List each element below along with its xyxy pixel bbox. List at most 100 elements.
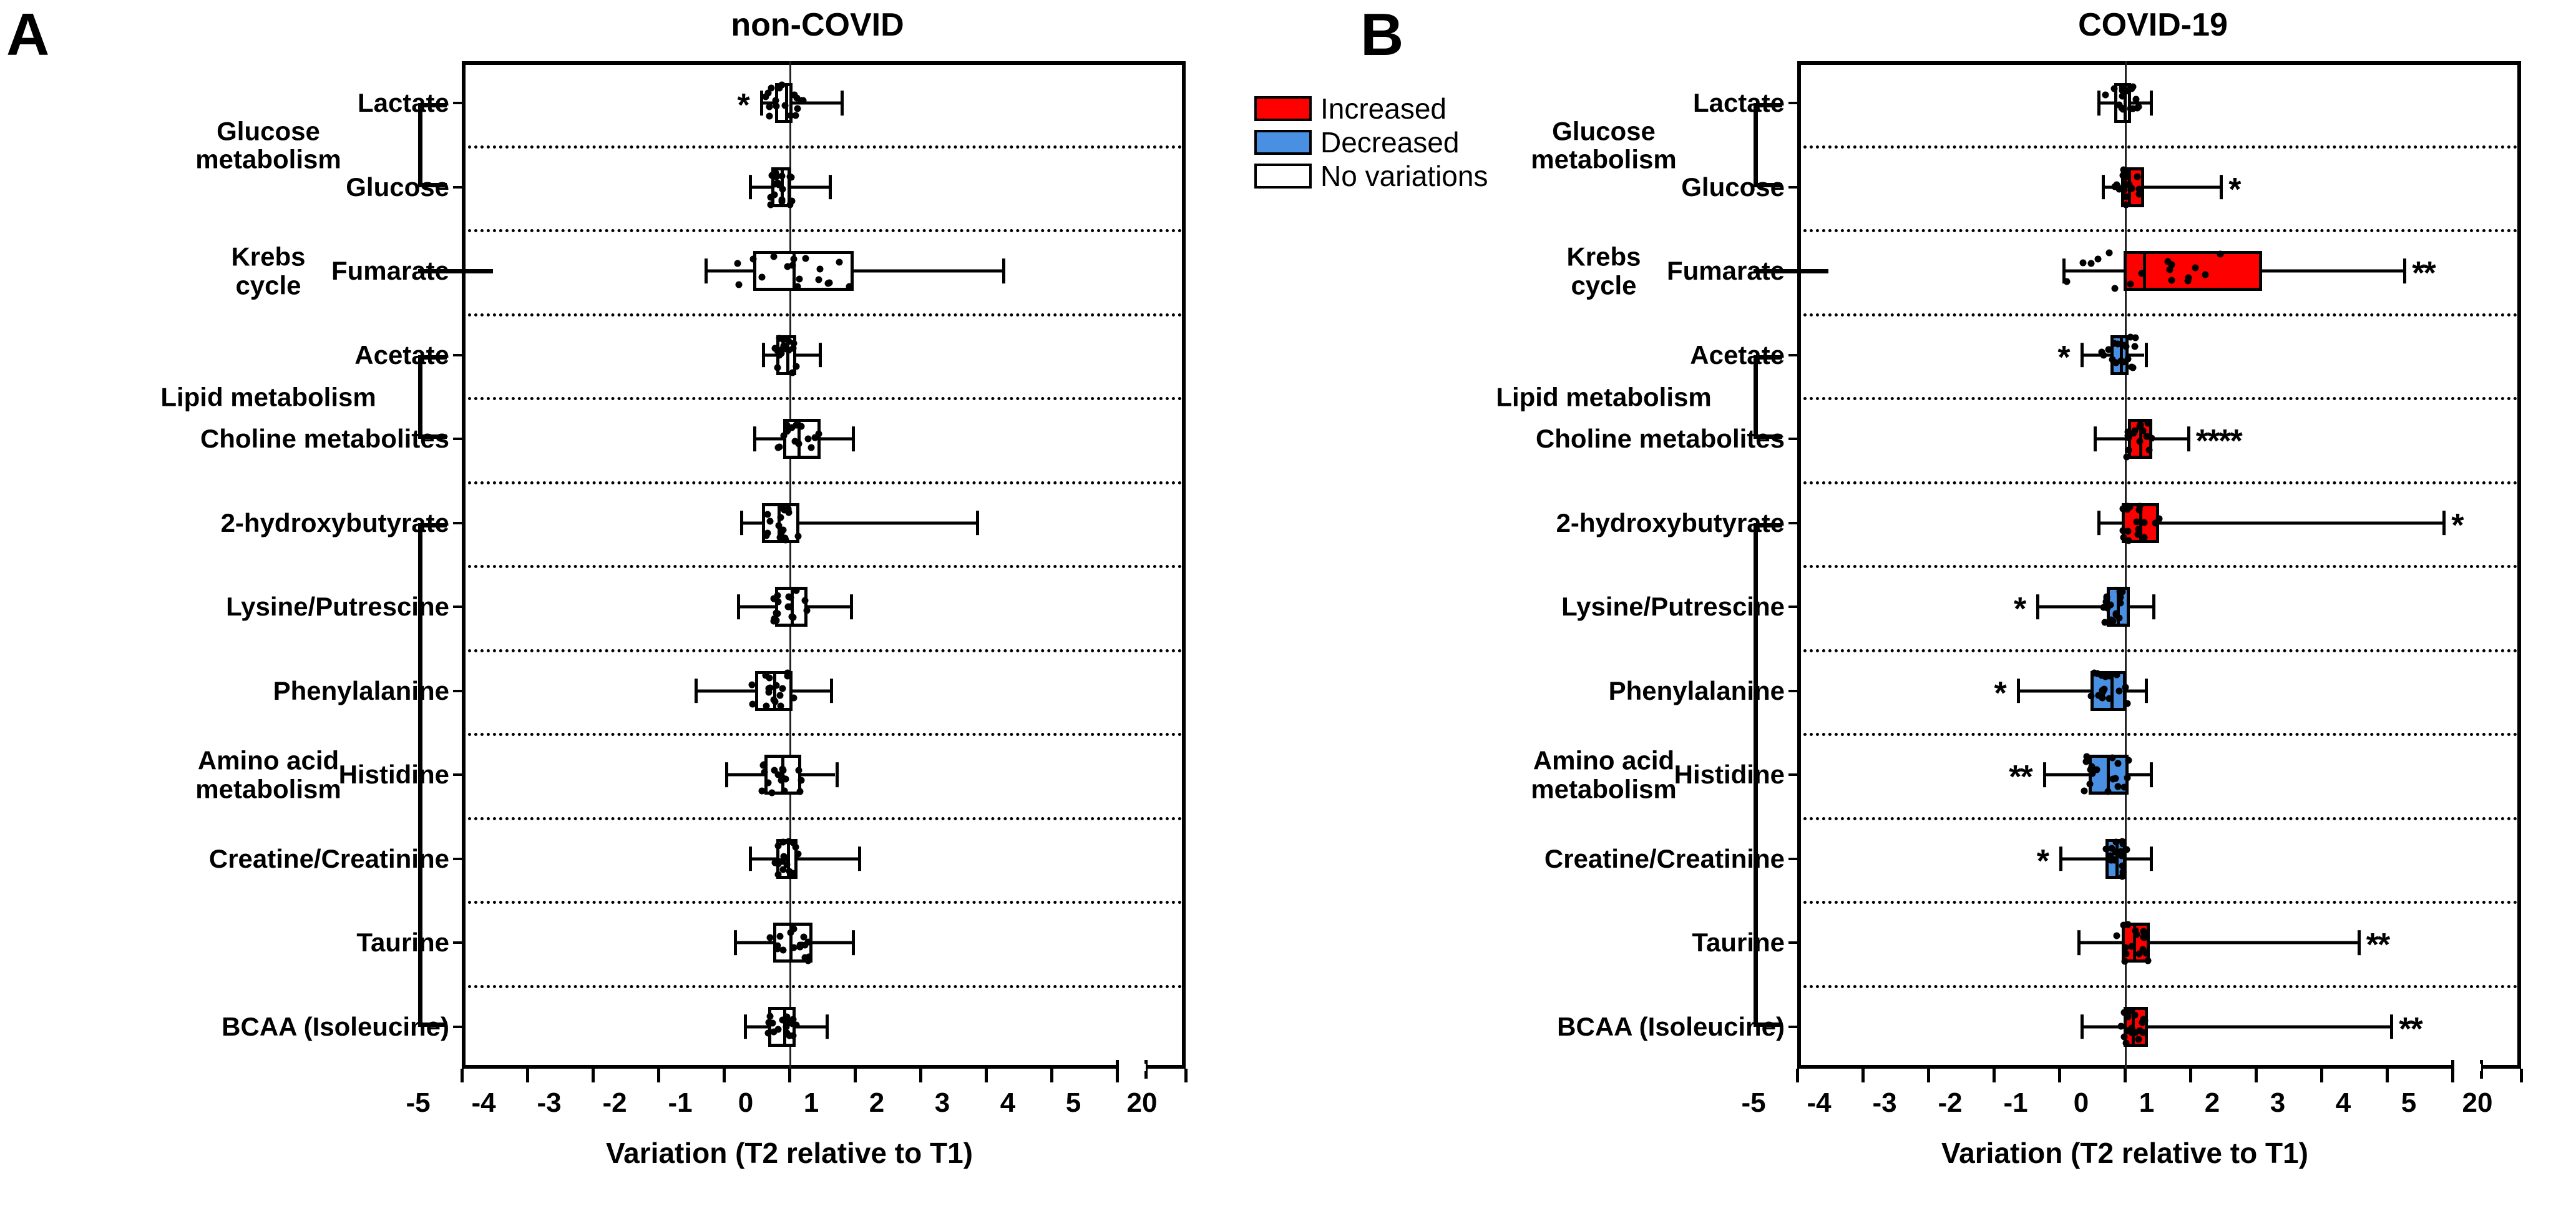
data-point-A-5-13 (763, 532, 770, 539)
data-point-B-9-16 (2119, 873, 2126, 880)
median-B-6 (2117, 587, 2120, 627)
whisker-A-5 (740, 521, 977, 525)
data-point-A-0-6 (793, 94, 801, 102)
median-A-2 (793, 251, 796, 292)
data-point-B-8-11 (2082, 758, 2090, 765)
data-point-B-11-7 (2122, 1039, 2130, 1047)
significance-marker-B-5: * (2451, 507, 2464, 544)
data-point-B-10-0 (2144, 957, 2152, 964)
gridline-A-2 (462, 229, 1182, 232)
data-point-B-3-13 (2109, 356, 2116, 363)
data-point-B-10-13 (2122, 944, 2129, 951)
panel-title-A: non-COVID (731, 7, 904, 43)
whisker-cap-high-B-9 (2149, 846, 2153, 871)
group-bracket-B-0 (1754, 103, 1782, 187)
data-point-A-0-4 (794, 105, 801, 112)
data-point-B-7-6 (2099, 694, 2106, 702)
whisker-cap-low-A-10 (733, 930, 737, 956)
x-tick-label-A-10: 5 (1065, 1087, 1081, 1118)
data-point-B-3-8 (2124, 355, 2132, 363)
data-point-B-11-15 (2117, 1022, 2124, 1030)
whisker-cap-high-B-6 (2152, 594, 2156, 620)
gridline-B-11 (1797, 984, 2517, 988)
data-point-B-6-0 (2117, 599, 2124, 607)
data-point-B-6-16 (2103, 595, 2110, 602)
data-point-A-8-10 (758, 787, 766, 795)
data-point-A-3-0 (779, 336, 787, 343)
data-point-A-10-16 (774, 945, 781, 953)
data-point-A-6-8 (801, 597, 809, 604)
x-tick-label-B-2: -3 (1872, 1087, 1897, 1118)
legend-label-1: Decreased (1320, 126, 1460, 159)
plot-top-rule-B (1797, 61, 2521, 65)
data-point-B-4-13 (2137, 421, 2144, 429)
whisker-cap-high-A-1 (829, 174, 832, 200)
data-point-A-11-4 (783, 1013, 791, 1021)
x-tick-B-1 (1861, 1069, 1865, 1082)
data-point-A-3-7 (789, 369, 796, 376)
y-axis-label-A-10: Taurine (356, 928, 449, 958)
x-tick-A-8 (985, 1069, 988, 1082)
data-point-A-7-8 (771, 698, 779, 705)
whisker-cap-high-B-5 (2442, 510, 2446, 536)
data-point-A-11-11 (789, 1016, 797, 1023)
data-point-B-1-3 (2135, 190, 2143, 198)
data-point-B-10-12 (2120, 921, 2127, 929)
significance-marker-B-10: ** (2366, 927, 2391, 964)
data-point-A-4-16 (794, 439, 802, 446)
y-axis-label-B-5: 2-hydroxybutyrate (1556, 508, 1785, 537)
data-point-A-6-15 (771, 615, 778, 622)
x-tick-A-4 (723, 1069, 726, 1082)
median-A-10 (789, 923, 793, 963)
data-point-A-11-15 (783, 1021, 791, 1028)
whisker-cap-high-B-4 (2187, 426, 2190, 452)
axis-break-right-B (2480, 1060, 2483, 1079)
data-point-B-0-12 (2102, 91, 2109, 99)
data-point-B-7-0 (2113, 671, 2120, 679)
data-point-B-10-15 (2132, 927, 2139, 934)
y-tick-B-3 (1788, 353, 1798, 356)
data-point-A-7-7 (784, 669, 791, 677)
data-point-A-8-15 (779, 774, 786, 782)
group-label-B-0: Glucose metabolism (1531, 116, 1677, 174)
data-point-A-1-9 (775, 181, 783, 189)
data-point-A-10-12 (798, 941, 806, 949)
data-point-B-8-8 (2086, 780, 2094, 788)
legend-swatch-2 (1254, 164, 1312, 189)
whisker-cap-low-A-4 (753, 426, 757, 452)
y-axis-label-B-0: Lactate (1692, 88, 1785, 118)
whisker-cap-high-B-10 (2357, 930, 2361, 956)
gridline-A-6 (462, 565, 1182, 568)
median-B-8 (2106, 755, 2110, 795)
significance-marker-B-1: * (2228, 171, 2241, 208)
whisker-A-9 (748, 857, 859, 861)
group-label-A-3: Amino acid metabolism (195, 745, 341, 804)
data-point-B-11-11 (2120, 1033, 2128, 1041)
y-tick-A-7 (453, 689, 463, 692)
data-point-B-7-9 (2087, 692, 2095, 700)
whisker-cap-low-A-7 (694, 678, 698, 704)
group-bracket-A-1 (418, 269, 493, 274)
y-axis-label-A-9: Creatine/Creatinine (208, 843, 449, 873)
data-point-B-4-12 (2123, 453, 2130, 461)
data-point-A-8-5 (798, 777, 805, 784)
data-point-B-10-11 (2128, 943, 2135, 949)
data-point-B-9-14 (2107, 856, 2115, 864)
data-point-A-10-10 (801, 954, 809, 961)
x-tick-B-5 (2124, 1069, 2127, 1082)
data-point-B-11-4 (2128, 1024, 2135, 1032)
gridline-A-9 (462, 817, 1182, 820)
data-point-B-2-8 (2166, 266, 2174, 273)
data-point-B-2-3 (2192, 264, 2199, 272)
data-point-A-7-14 (766, 674, 773, 682)
x-tick-label-A-1: -4 (471, 1087, 496, 1118)
data-point-A-2-0 (796, 275, 803, 283)
data-point-B-2-2 (2202, 271, 2209, 278)
legend-swatch-1 (1254, 130, 1312, 155)
data-point-A-7-10 (779, 685, 786, 692)
group-bracket-B-2 (1754, 355, 1782, 439)
data-point-A-8-8 (760, 761, 768, 768)
panel-letter-B: B (1360, 1, 1404, 68)
data-point-B-11-6 (2139, 1029, 2147, 1036)
